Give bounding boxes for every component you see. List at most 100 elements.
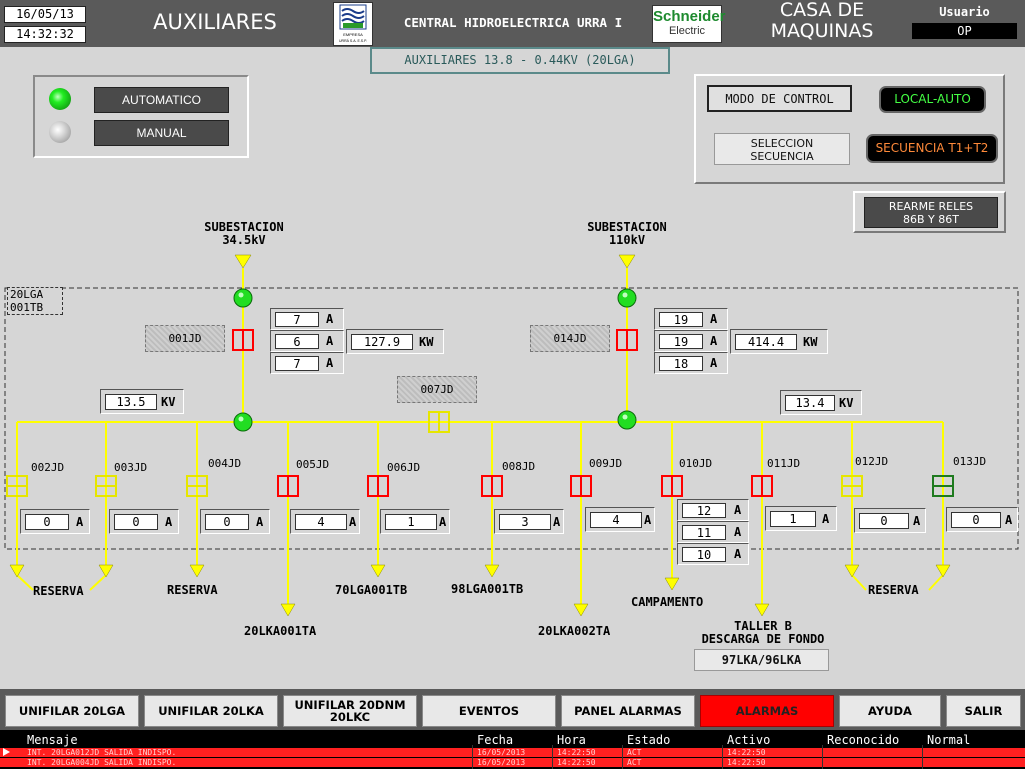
plant-name: CENTRAL HIDROELECTRICA URRA I [403, 15, 623, 30]
manual-indicator-lamp [49, 121, 71, 143]
breaker-014jd-button[interactable]: 014JD [530, 325, 610, 352]
nav-eventos[interactable]: EVENTOS [422, 695, 556, 727]
breaker-007jd-button[interactable]: 007JD [397, 376, 477, 403]
dest-reserva-004jd: RESERVA [167, 583, 218, 597]
row-pointer-icon [3, 748, 10, 756]
feeder-tag-002jd: 002JD [31, 461, 65, 474]
dest-campamento: CAMPAMENTO [631, 595, 704, 609]
alarm-message: INT. 20LGA012JD SALIDA INDISPO. [27, 748, 177, 757]
alarm-row[interactable]: INT. 20LGA012JD SALIDA INDISPO. 16/05/20… [0, 748, 1025, 757]
97lka-96lka-button[interactable]: 97LKA/96LKA [694, 649, 829, 671]
alarm-header-activo: Activo [727, 733, 771, 747]
alarm-header-normal: Normal [927, 733, 971, 747]
feeder-tag-010jd: 010JD [679, 457, 713, 470]
alarm-divider [822, 745, 823, 769]
dest-20lka001ta: 20LKA001TA [244, 624, 317, 638]
svg-text:EMPRESA: EMPRESA [343, 32, 363, 37]
alarm-active: 14:22:50 [727, 748, 766, 757]
alarm-header-estado: Estado [627, 733, 671, 747]
alarm-row[interactable]: INT. 20LGA004JD SALIDA INDISPO. 16/05/20… [0, 758, 1025, 767]
alarm-divider [472, 745, 473, 769]
alarm-state: ACT [627, 748, 642, 757]
feeder-tag-003jd: 003JD [114, 461, 148, 474]
nav-panel-alarmas[interactable]: PANEL ALARMAS [561, 695, 695, 727]
dest-70lga001tb: 70LGA001TB [335, 583, 408, 597]
user-label: Usuario [939, 5, 990, 19]
feeder-tag-006jd: 006JD [387, 461, 421, 474]
subtitle: AUXILIARES 13.8 - 0.44KV (20LGA) [404, 53, 636, 67]
feeder-tag-004jd: 004JD [208, 457, 242, 470]
single-line-diagram [4, 254, 1019, 617]
alarm-date: 16/05/2013 [477, 748, 526, 757]
feeder-tag-012jd: 012JD [855, 455, 889, 468]
breaker-001jd-button[interactable]: 001JD [145, 325, 225, 352]
alarm-header-fecha: Fecha [477, 733, 514, 747]
dest-reserva-left: RESERVA [33, 584, 84, 598]
local-auto-status: LOCAL-AUTO [879, 86, 986, 113]
schneider-logo: Schneider Electric [652, 5, 726, 43]
alarm-divider [622, 745, 623, 769]
alarm-divider [922, 745, 923, 769]
nav-unifilar-20lga[interactable]: UNIFILAR 20LGA [5, 695, 139, 727]
automatico-button[interactable]: AUTOMATICO [94, 87, 229, 113]
nav-unifilar-20lka[interactable]: UNIFILAR 20LKA [144, 695, 278, 727]
alarm-time: 14:22:50 [557, 748, 596, 757]
feeder-tag-011jd: 011JD [767, 457, 801, 470]
manual-button[interactable]: MANUAL [94, 120, 229, 146]
alarm-state: ACT [627, 758, 642, 767]
nav-alarmas[interactable]: ALARMAS [700, 695, 834, 727]
feeder-tag-009jd: 009JD [589, 457, 623, 470]
subtitle-box: AUXILIARES 13.8 - 0.44KV (20LGA) [370, 47, 670, 74]
dest-20lka002ta: 20LKA002TA [538, 624, 611, 638]
alarm-date: 16/05/2013 [477, 758, 526, 767]
alarm-time: 14:22:50 [557, 758, 596, 767]
nav-salir[interactable]: SALIR [946, 695, 1021, 727]
auto-indicator-lamp [49, 88, 71, 110]
page-title: AUXILIARES [153, 10, 277, 34]
alarm-divider [552, 745, 553, 769]
alarm-header-hora: Hora [557, 733, 586, 747]
header-bar [0, 0, 1025, 47]
modo-control-label: MODO DE CONTROL [707, 85, 852, 112]
dest-reserva-right: RESERVA [868, 583, 919, 597]
svg-text:URRÁ S.A. E.S.P.: URRÁ S.A. E.S.P. [339, 39, 367, 43]
feeder-tag-013jd: 013JD [953, 455, 987, 468]
time-display: 14:32:32 [4, 26, 86, 43]
urra-logo: EMPRESA URRÁ S.A. E.S.P. [333, 2, 373, 46]
feeder-tag-005jd: 005JD [296, 458, 330, 471]
nav-ayuda[interactable]: AYUDA [839, 695, 941, 727]
user-value: OP [912, 23, 1017, 39]
dest-98lga001tb: 98LGA001TB [451, 582, 524, 596]
alarm-message: INT. 20LGA004JD SALIDA INDISPO. [27, 758, 177, 767]
sequence-status: SECUENCIA T1+T2 [866, 134, 998, 163]
feeder-tag-008jd: 008JD [502, 460, 536, 473]
